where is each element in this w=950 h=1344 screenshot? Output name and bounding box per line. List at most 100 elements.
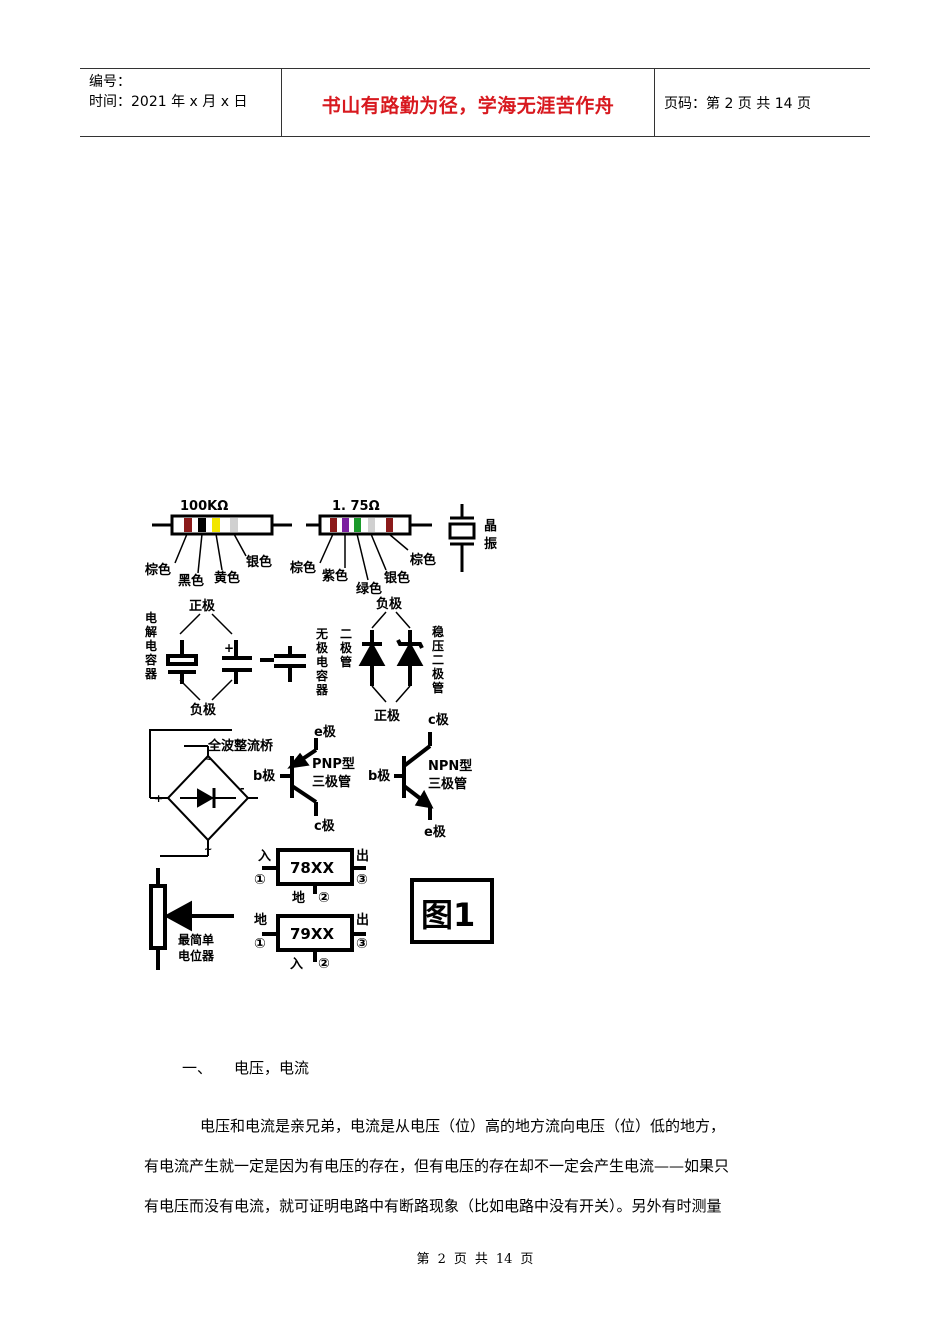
- resistor-2-value: 1. 75Ω: [332, 499, 380, 514]
- pot-label: 电位器: [178, 948, 215, 963]
- pin-label: ③: [356, 936, 368, 952]
- header-page-info: 页码：第 2 页 共 14 页: [664, 96, 811, 112]
- regulator-79xx: [262, 914, 366, 962]
- cap-label-char: 容: [144, 652, 157, 667]
- pnp-label: 三极管: [312, 774, 351, 790]
- zener-label-char: 压: [432, 639, 444, 653]
- cap-label-char: 器: [144, 667, 158, 681]
- band-label: 银色: [246, 554, 272, 570]
- bridge-label: 全波整流桥: [207, 738, 274, 754]
- crystal-label-2: 振: [484, 536, 497, 552]
- diode-label-char: 管: [340, 654, 352, 669]
- cap-label-char: 无: [315, 627, 328, 641]
- band-label: 绿色: [356, 581, 382, 597]
- chip-label: 79XX: [290, 925, 334, 943]
- cap-label-char: 电: [316, 654, 328, 669]
- b-pole-label: b极: [253, 768, 276, 784]
- resistor-1-bands: [184, 518, 238, 532]
- cap-label-char: 电: [145, 610, 157, 625]
- section-number: 一、: [182, 1059, 213, 1077]
- plus-sign: +: [224, 641, 234, 655]
- time-label: 时间：2021 年 x 月 x 日: [89, 94, 248, 110]
- input-label: 入: [258, 849, 271, 864]
- footer-total-pages: 14: [495, 1252, 513, 1267]
- band-label: 棕色: [409, 552, 436, 568]
- crystal-symbol: [448, 504, 476, 572]
- footer-page-number: 2: [437, 1252, 446, 1267]
- positive-label: 正极: [374, 708, 401, 724]
- header-left-cell: 编号： 时间：2021 年 x 月 x 日: [89, 72, 247, 112]
- negative-label: 负极: [376, 596, 403, 612]
- diode-label-char: 二: [340, 627, 352, 641]
- header-motto: 书山有路勤为径，学海无涯苦作舟: [321, 95, 615, 117]
- regulator-78xx: [262, 848, 366, 894]
- section-title: 电压，电流: [234, 1059, 310, 1077]
- e-pole-label: e极: [424, 824, 447, 840]
- header-divider: [654, 69, 655, 136]
- footer-text: 页: [520, 1252, 534, 1267]
- ground-label: 地: [254, 912, 267, 928]
- pin-label: ①: [254, 872, 266, 888]
- minus-sign: -: [240, 782, 245, 795]
- component-symbols-figure: 100KΩ 棕色 黑色 黄色 银色 1. 75Ω 棕色 紫色 绿色 银色 棕色: [140, 488, 502, 976]
- resistor-2-bands: [330, 518, 393, 532]
- band-label: 黑色: [178, 573, 204, 589]
- positive-label: 正极: [189, 598, 216, 614]
- band-label: 黄色: [214, 570, 240, 586]
- b-pole-label: b极: [368, 768, 391, 784]
- output-label: 出: [356, 848, 369, 864]
- zener-label-char: 管: [432, 680, 444, 695]
- zener-label-char: 二: [432, 653, 444, 667]
- paragraph-line: 电压和电流是亲兄弟，电流是从电压（位）高的地方流向电压（位）低的地方，: [200, 1117, 726, 1135]
- figure-label: 图1: [421, 896, 475, 934]
- c-pole-label: c极: [428, 712, 450, 728]
- pot-label: 最简单: [178, 932, 214, 947]
- figure-label-box: [410, 878, 494, 944]
- paragraph-line: 有电压而没有电流，就可证明电路中有断路现象（比如电路中没有开关）。另外有时测量: [144, 1197, 722, 1215]
- footer-text: 页: [453, 1252, 467, 1267]
- cap-label-char: 解: [145, 624, 157, 639]
- zener-label-char: 稳: [432, 624, 444, 639]
- chip-label: 78XX: [290, 859, 334, 877]
- pin-label: ②: [318, 956, 330, 972]
- input-label: 入: [290, 957, 303, 972]
- band-label: 棕色: [289, 560, 316, 576]
- band-label: 紫色: [322, 568, 348, 584]
- band-label: 银色: [384, 570, 410, 586]
- cap-label-char: 电: [145, 638, 157, 653]
- header-bottom-border: [80, 136, 870, 137]
- ac-sign: ~: [204, 844, 212, 855]
- zener-label-char: 极: [432, 666, 445, 681]
- pin-label: ②: [318, 890, 330, 906]
- ground-label: 地: [292, 890, 305, 906]
- section-heading: 一、 电压，电流: [182, 1057, 309, 1078]
- paragraph-line: 有电流产生就一定是因为有电压的存在，但有电压的存在却不一定会产生电流——如果只: [144, 1157, 730, 1175]
- band-label: 棕色: [144, 562, 171, 578]
- cap-label-char: 容: [315, 668, 328, 683]
- e-pole-label: e极: [314, 724, 337, 740]
- negative-label: 负极: [190, 702, 217, 718]
- resistor-1-value: 100KΩ: [180, 499, 228, 514]
- npn-label: 三极管: [428, 776, 467, 792]
- pin-label: ③: [356, 872, 368, 888]
- potentiometer: [149, 868, 234, 970]
- npn-transistor: [394, 732, 434, 820]
- npn-label: NPN型: [428, 758, 472, 774]
- header-top-border: [80, 68, 870, 69]
- pnp-label: PNP型: [312, 756, 355, 772]
- pin-label: ①: [254, 936, 266, 952]
- c-pole-label: c极: [314, 818, 336, 834]
- diode-label-char: 极: [340, 640, 353, 655]
- bridge-rectifier: [149, 729, 258, 857]
- cap-label-char: 极: [316, 640, 329, 655]
- ac-sign: ~: [204, 754, 212, 765]
- cap-label-char: 器: [315, 683, 329, 697]
- footer-text: 共: [474, 1252, 488, 1267]
- pnp-transistor: [280, 738, 318, 816]
- serial-label: 编号：: [89, 74, 131, 90]
- crystal-label-1: 晶: [484, 519, 497, 534]
- plus-sign: +: [154, 792, 163, 805]
- header-divider: [281, 69, 282, 136]
- footer-text: 第: [416, 1252, 430, 1267]
